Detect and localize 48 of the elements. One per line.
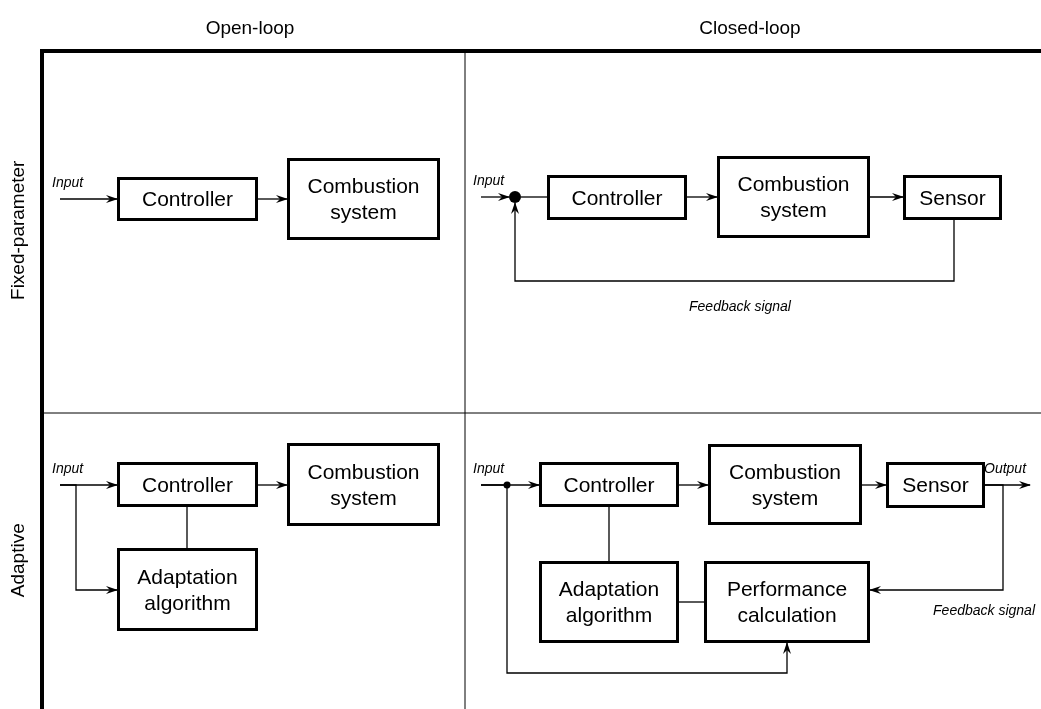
arrow <box>257 195 288 203</box>
block-box <box>886 462 985 508</box>
arrow <box>257 481 288 489</box>
row-heading: Fixed-parameter <box>5 159 29 302</box>
row-heading: Adaptive <box>5 522 29 600</box>
block-box <box>547 175 687 220</box>
arrow <box>869 484 1004 594</box>
block-label: Adaptation algorithm <box>136 563 239 616</box>
signal-label: Output <box>984 460 1027 477</box>
block-box <box>287 158 440 240</box>
block-box <box>117 177 258 221</box>
arrow <box>59 484 118 594</box>
block-label: Controller <box>562 471 656 498</box>
summing-junction <box>509 191 521 203</box>
column-heading: Open-loop <box>204 16 296 40</box>
block-label: Controller <box>570 184 664 211</box>
block-label: Combustion system <box>727 458 843 511</box>
block-label: Controller <box>140 186 234 212</box>
column-heading: Closed-loop <box>698 16 802 40</box>
arrow <box>686 193 718 201</box>
block-box <box>717 156 870 238</box>
signal-label: Input <box>473 172 505 189</box>
block-box <box>287 443 440 526</box>
block-box <box>539 561 679 643</box>
block-label: Combustion system <box>306 458 421 511</box>
signal-label: Input <box>473 460 505 477</box>
arrow <box>511 202 955 282</box>
block-label: Sensor <box>918 184 987 211</box>
block-box <box>704 561 870 643</box>
arrow <box>480 484 791 674</box>
block-label: Adaptation algorithm <box>557 576 661 628</box>
block-box <box>708 444 862 525</box>
arrow <box>480 193 510 201</box>
signal-label: Input <box>52 174 84 191</box>
block-label: Sensor <box>901 472 970 498</box>
block-box <box>117 462 258 507</box>
signal-label: Input <box>52 460 84 477</box>
arrow <box>678 481 709 489</box>
block-label: Combustion system <box>736 171 851 223</box>
block-label: Performance calculation <box>725 576 849 628</box>
block-label: Combustion system <box>306 173 421 225</box>
arrow <box>59 195 118 203</box>
block-box <box>539 462 679 507</box>
arrow <box>869 193 904 201</box>
block-label: Controller <box>140 471 234 498</box>
block-box <box>117 548 258 631</box>
arrow <box>861 481 887 489</box>
block-box <box>903 175 1002 220</box>
